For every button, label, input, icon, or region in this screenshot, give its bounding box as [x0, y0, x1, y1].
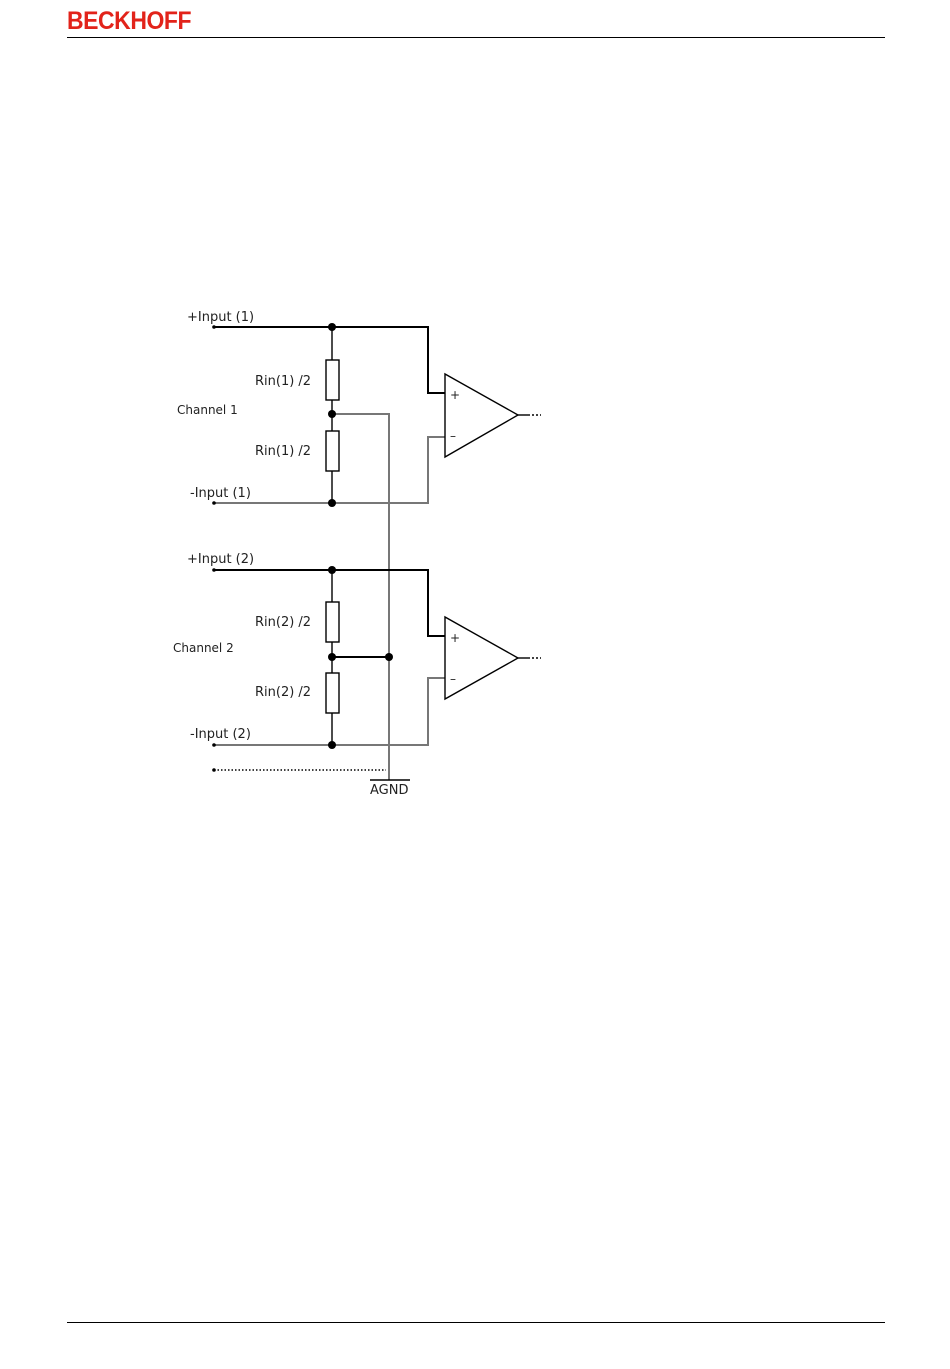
junction-dot: [328, 323, 336, 331]
junction-dot: [328, 410, 336, 418]
junction-dot: [328, 499, 336, 507]
agnd-rail: [332, 414, 389, 780]
rin1-top-label: Rin(1) /2: [255, 374, 311, 389]
rin1-bottom-label: Rin(1) /2: [255, 444, 311, 459]
plus-input-2-label: +Input (2): [187, 552, 254, 567]
terminal-dot: [212, 501, 216, 505]
terminal-dot: [212, 768, 216, 772]
resistor-rin1-top: [326, 360, 339, 400]
terminal-dot: [212, 568, 216, 572]
terminal-dot: [212, 325, 216, 329]
plus-input-1-label: +Input (1): [187, 310, 254, 325]
opamp-1: [445, 374, 518, 457]
resistor-rin2-top: [326, 602, 339, 642]
channel-1-label: Channel 1: [177, 403, 238, 417]
junction-dot: [328, 566, 336, 574]
resistor-rin2-bottom: [326, 673, 339, 713]
channel-2-circuit: + – +Input (2) -Input (2) Rin(2) /2 Rin(…: [173, 552, 541, 749]
rin2-bottom-label: Rin(2) /2: [255, 685, 311, 700]
junction-dot: [385, 653, 393, 661]
terminal-dot: [212, 743, 216, 747]
channel-1-circuit: + – +Input (1) -Input (1) Rin(1) /2 Rin(…: [177, 310, 541, 780]
agnd-label: AGND: [370, 783, 408, 798]
opamp-1-minus-sign: –: [450, 429, 456, 443]
opamp-2-minus-sign: –: [450, 672, 456, 686]
rin2-top-label: Rin(2) /2: [255, 615, 311, 630]
agnd-ground: AGND: [212, 768, 410, 798]
junction-dot: [328, 653, 336, 661]
channel-2-label: Channel 2: [173, 641, 234, 655]
opamp-2: [445, 617, 518, 699]
junction-dot: [328, 741, 336, 749]
minus-input-2-label: -Input (2): [190, 727, 251, 742]
minus-input-1-label: -Input (1): [190, 486, 251, 501]
opamp-1-plus-sign: +: [450, 388, 460, 402]
resistor-rin1-bottom: [326, 431, 339, 471]
opamp-2-plus-sign: +: [450, 631, 460, 645]
